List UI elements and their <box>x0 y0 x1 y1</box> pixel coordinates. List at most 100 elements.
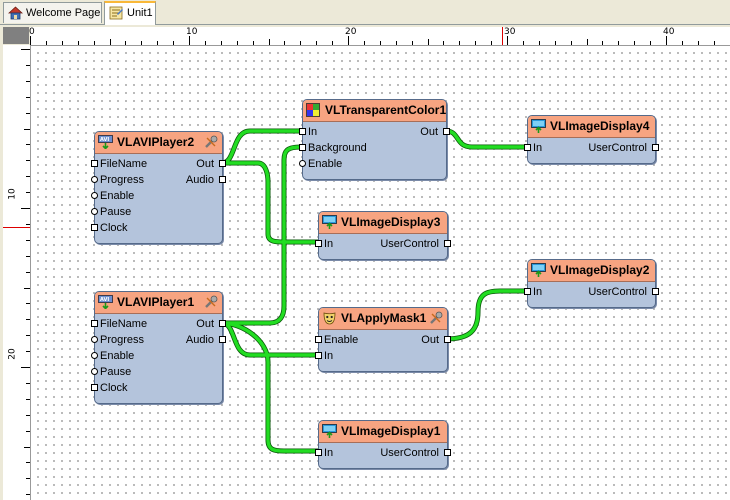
output-pin[interactable] <box>444 449 451 456</box>
ruler-tick <box>348 36 349 45</box>
ruler-tick <box>24 446 30 448</box>
ruler-tick <box>459 41 461 45</box>
component-vltransparentcolor1[interactable]: VLTransparentColor1 In Background Enable… <box>299 99 450 180</box>
component-header: AVI VLAVIPlayer2 <box>95 132 222 154</box>
pin-label: Enable <box>100 190 135 202</box>
input-pin[interactable] <box>91 352 98 359</box>
input-pin[interactable] <box>91 176 98 183</box>
output-pin[interactable] <box>219 336 226 343</box>
input-pin[interactable] <box>91 208 98 215</box>
input-pin[interactable] <box>91 320 98 327</box>
avi-player-icon: AVI <box>98 135 113 149</box>
input-pin[interactable] <box>315 336 322 343</box>
component-title: VLApplyMask1 <box>341 311 427 325</box>
input-pin[interactable] <box>524 288 531 295</box>
component-vlapplymask1[interactable]: VLApplyMask1 Enable In Out <box>315 307 451 372</box>
input-pin[interactable] <box>91 384 98 391</box>
pin-label: In <box>324 350 334 362</box>
ruler-tick <box>173 41 175 45</box>
ruler-tick <box>26 223 30 225</box>
ruler-tick <box>125 41 127 45</box>
output-pin[interactable] <box>219 160 226 167</box>
output-pin[interactable] <box>219 176 226 183</box>
output-pin[interactable] <box>444 240 451 247</box>
pin-label: Audio <box>185 334 214 346</box>
component-header: VLImageDisplay1 <box>319 421 447 443</box>
input-pin[interactable] <box>91 192 98 199</box>
component-vlimagedisplay1[interactable]: VLImageDisplay1 In UserControl <box>315 420 451 469</box>
ruler-tick <box>300 41 302 45</box>
wrench-icon[interactable] <box>429 311 443 325</box>
ruler-tick <box>650 41 652 45</box>
ruler-tick <box>697 41 699 45</box>
wrench-icon[interactable] <box>204 295 218 309</box>
ruler-tick <box>395 41 397 45</box>
ruler-tick <box>475 41 477 45</box>
pin-label: UserControl <box>588 286 647 298</box>
pin-label: Out <box>196 318 214 330</box>
ruler-tick <box>26 494 30 496</box>
pin-label: Enable <box>324 334 359 346</box>
ruler-tick <box>713 41 715 45</box>
component-header: AVI VLAVIPlayer1 <box>95 292 222 314</box>
component-title: VLAVIPlayer1 <box>117 295 195 309</box>
ruler-tick <box>316 41 318 45</box>
unit-icon <box>109 6 123 20</box>
vertical-ruler: 10 20 <box>3 45 31 500</box>
ruler-tick <box>411 41 413 45</box>
pin-label: Enable <box>100 350 135 362</box>
pin-label: Enable <box>308 158 343 170</box>
ruler-corner <box>3 27 29 44</box>
component-vlimagedisplay2[interactable]: VLImageDisplay2 In UserControl <box>524 259 659 308</box>
avi-player-icon: AVI <box>98 295 113 309</box>
svg-text:AVI: AVI <box>100 297 109 303</box>
apply-mask-icon <box>323 312 336 325</box>
input-pin[interactable] <box>315 352 322 359</box>
tab-welcome-page[interactable]: Welcome Page <box>3 2 102 23</box>
input-pin[interactable] <box>91 160 98 167</box>
output-pin[interactable] <box>443 128 450 135</box>
pin-label: In <box>533 286 543 298</box>
transparent-color-icon <box>306 103 320 117</box>
output-pin[interactable] <box>652 288 659 295</box>
pin-label: Clock <box>100 222 128 234</box>
tab-unit1[interactable]: Unit1 <box>104 1 156 25</box>
component-title: VLImageDisplay1 <box>341 424 441 438</box>
ruler-tick <box>618 41 620 45</box>
pin-label: Progress <box>100 174 145 186</box>
pin-label: Background <box>308 142 367 154</box>
component-vlaviplayer2[interactable]: AVI VLAVIPlayer2 FileName Progress Enabl… <box>91 131 226 244</box>
ruler-tick <box>26 239 30 241</box>
output-pin[interactable] <box>219 320 226 327</box>
input-pin[interactable] <box>91 224 98 231</box>
component-vlimagedisplay4[interactable]: VLImageDisplay4 In UserControl <box>524 115 659 164</box>
ruler-label: 10 <box>186 27 198 37</box>
output-pin[interactable] <box>444 336 451 343</box>
image-display-icon <box>322 215 337 229</box>
ruler-tick <box>26 382 30 384</box>
ruler-tick <box>507 36 508 45</box>
input-pin[interactable] <box>299 144 306 151</box>
ruler-label: 0 <box>29 27 35 37</box>
component-vlaviplayer1[interactable]: AVI VLAVIPlayer1 FileName Progress Enabl… <box>91 291 226 404</box>
input-pin[interactable] <box>91 368 98 375</box>
input-pin[interactable] <box>91 336 98 343</box>
input-pin[interactable] <box>315 449 322 456</box>
component-header: VLApplyMask1 <box>319 308 447 330</box>
wrench-icon[interactable] <box>204 135 218 149</box>
ruler-tick <box>26 112 30 114</box>
ruler-tick <box>284 41 286 45</box>
component-vlimagedisplay3[interactable]: VLImageDisplay3 In UserControl <box>315 211 451 260</box>
ruler-tick <box>26 160 30 162</box>
ruler-tick <box>21 208 30 209</box>
input-pin[interactable] <box>524 144 531 151</box>
pin-label: FileName <box>100 158 148 170</box>
pin-label: FileName <box>100 318 148 330</box>
input-pin[interactable] <box>299 128 306 135</box>
output-pin[interactable] <box>652 144 659 151</box>
input-pin[interactable] <box>299 160 306 167</box>
ruler-tick <box>681 41 683 45</box>
pin-label: In <box>308 126 318 138</box>
ruler-tick <box>26 462 30 464</box>
input-pin[interactable] <box>315 240 322 247</box>
